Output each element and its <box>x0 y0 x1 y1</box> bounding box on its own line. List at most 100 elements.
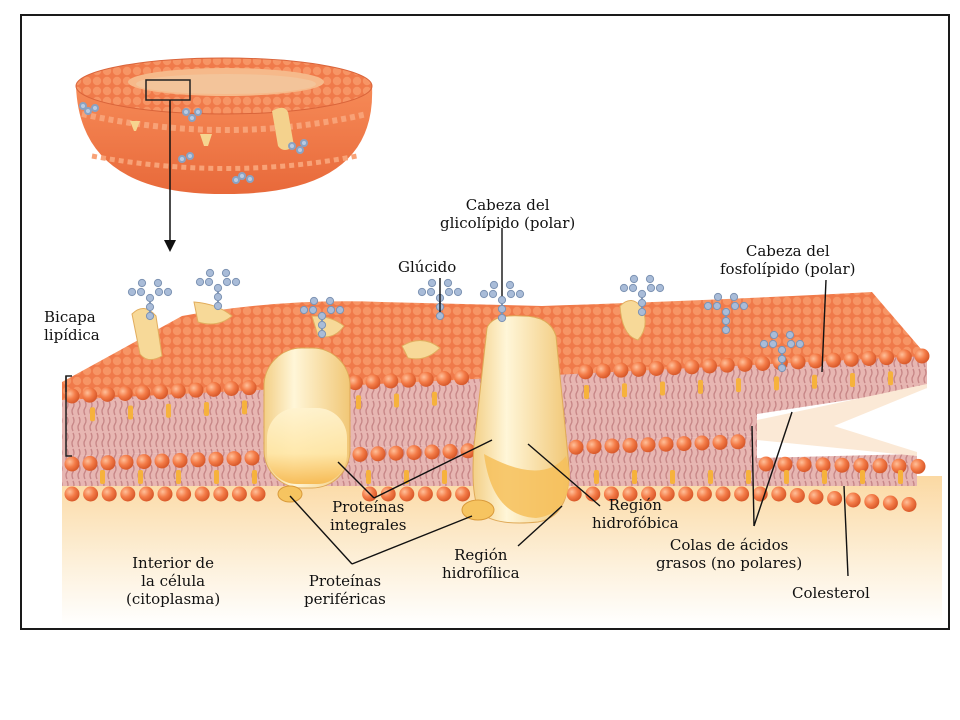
zoom-box <box>145 79 191 101</box>
head <box>154 453 170 469</box>
glucide-chain <box>195 268 241 311</box>
glucide-unit <box>515 289 525 299</box>
head <box>755 356 771 371</box>
cholesterol-bar <box>394 393 399 408</box>
head <box>789 488 805 503</box>
head <box>879 350 895 366</box>
head <box>796 457 812 473</box>
cholesterol-bar <box>366 470 371 484</box>
head <box>176 486 192 502</box>
head <box>604 438 620 454</box>
head <box>659 486 675 502</box>
cell-interior-label: Interior de la célula (citoplasma) <box>126 554 221 608</box>
fatty-acid-tails-label: Colas de ácidos grasos (no polares) <box>656 536 803 572</box>
cholesterol-bar <box>584 384 589 399</box>
head <box>815 457 831 473</box>
cholesterol-bar <box>812 374 817 389</box>
bilayer-bracket <box>65 375 72 457</box>
glucide-chain <box>299 296 345 339</box>
head <box>231 486 247 502</box>
glucide-unit <box>426 287 436 297</box>
head <box>400 372 416 388</box>
glucide-unit <box>655 283 665 293</box>
head <box>455 486 471 502</box>
cholesterol-bar <box>888 371 893 386</box>
head <box>153 384 169 400</box>
glucide-unit <box>153 278 163 288</box>
glucide-unit <box>769 330 779 340</box>
head <box>771 486 787 502</box>
head <box>568 439 584 455</box>
head <box>101 486 117 502</box>
cholesterol-bar <box>708 470 713 484</box>
head <box>825 352 841 368</box>
integral-protein-center <box>472 315 570 524</box>
peripheral-protein-left <box>277 485 303 503</box>
head <box>676 436 692 452</box>
membrane-illustration <box>62 57 942 626</box>
head <box>365 374 381 390</box>
cholesterol-bar <box>176 470 181 484</box>
cholesterol-bar <box>442 470 447 484</box>
glucide-unit <box>308 305 318 315</box>
head <box>436 486 452 502</box>
head <box>120 486 136 502</box>
cholesterol-bar <box>242 400 247 415</box>
glucide-unit <box>444 287 454 297</box>
cholesterol-bar <box>252 470 257 484</box>
glucide-unit <box>637 298 647 308</box>
cholesterol-molecules <box>90 371 903 484</box>
head <box>190 452 206 468</box>
head <box>603 486 619 502</box>
glucide-unit <box>154 287 164 297</box>
head <box>383 373 399 389</box>
glucide-unit <box>739 301 749 311</box>
glucide-unit <box>619 283 629 293</box>
glucide-chain <box>703 292 749 335</box>
glucide-chain <box>127 278 173 321</box>
head <box>696 486 712 502</box>
glucide-label: Glúcido <box>398 258 457 276</box>
glucide-unit <box>136 287 146 297</box>
cholesterol-bar <box>214 470 219 484</box>
glucide-unit <box>785 330 795 340</box>
head <box>157 486 173 502</box>
head <box>658 436 674 452</box>
head <box>719 357 735 373</box>
glucide-unit <box>204 277 214 287</box>
zoom-arrow <box>164 100 176 252</box>
head <box>135 385 151 401</box>
bilayer-label: Bicapa lipídica <box>44 308 100 344</box>
cholesterol-bar <box>736 378 741 393</box>
head <box>702 358 717 374</box>
cholesterol-bar <box>166 403 171 418</box>
head <box>730 434 746 450</box>
head <box>861 351 877 366</box>
head <box>241 380 257 396</box>
head <box>758 456 774 472</box>
head <box>882 495 898 511</box>
head <box>347 375 363 391</box>
head <box>99 386 115 402</box>
integral-proteins-label: Proteínas integrales <box>330 498 407 534</box>
glucide-unit <box>417 287 427 297</box>
glucide-unit <box>435 311 445 321</box>
glucide-unit <box>221 268 231 278</box>
cholesterol-bar <box>432 391 437 406</box>
head <box>891 458 907 474</box>
glucide-chain <box>619 274 665 317</box>
head <box>585 486 601 502</box>
head <box>712 434 728 450</box>
leader-lines <box>289 228 849 577</box>
glucide-unit <box>628 283 638 293</box>
head <box>388 445 404 461</box>
cholesterol-bar <box>594 470 599 484</box>
head <box>223 381 239 396</box>
cholesterol-bar <box>632 470 637 484</box>
cholesterol-bar <box>784 470 789 484</box>
glucide-unit <box>145 311 155 321</box>
cholesterol-bar <box>670 470 675 484</box>
glucide-unit <box>335 305 345 315</box>
head <box>578 364 594 380</box>
head <box>808 489 824 505</box>
